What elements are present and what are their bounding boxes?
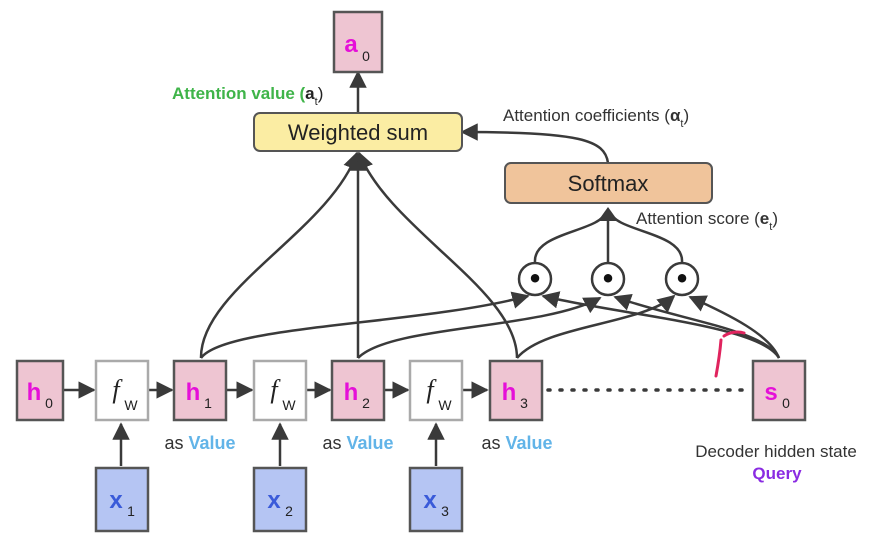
dot-symbol-3: • [674, 265, 689, 293]
weighted-sum-box: Weighted sum [253, 112, 463, 152]
fw1-f: f [112, 375, 123, 404]
attention-value-label: Attention value (at) [172, 84, 323, 108]
h3-main: h [502, 379, 517, 406]
arrow-h3-dot3 [516, 294, 676, 359]
weighted-sum-label: Weighted sum [288, 120, 428, 145]
x3-sub: 3 [441, 503, 449, 519]
h1-sub: 1 [204, 395, 212, 411]
x1-sub: 1 [127, 503, 135, 519]
as-value-label-2: as Value [322, 433, 393, 453]
input-x3: x 3 [408, 466, 464, 533]
input-x2: x 2 [252, 466, 308, 533]
softmax-label: Softmax [568, 171, 649, 196]
arrow-h1-weighted-sum [199, 151, 361, 359]
decoder-hidden-state-label: Decoder hidden state [695, 442, 857, 461]
dot-product-1: • [517, 261, 553, 297]
hidden-state-h0: h 0 [15, 359, 65, 422]
rnn-cell-fw3: f W [408, 359, 464, 422]
as-value-label-3: as Value [481, 433, 552, 453]
input-x1: x 1 [94, 466, 150, 533]
edges [63, 70, 781, 466]
arrow-dot1-softmax [533, 211, 608, 263]
dot-product-3: • [664, 261, 700, 297]
fw3-w: W [438, 397, 452, 413]
arrow-h2-dot2 [357, 296, 602, 359]
arrow-h3-weighted-sum [356, 151, 519, 359]
h2-sub: 2 [362, 395, 370, 411]
fw2-f: f [270, 375, 281, 404]
hidden-state-h3: h 3 [488, 359, 544, 422]
s0-sub: 0 [782, 395, 790, 411]
a0-main: a [344, 31, 358, 58]
rnn-cell-fw1: f W [94, 359, 150, 422]
dot-product-2: • [590, 261, 626, 297]
x2-sub: 2 [285, 503, 293, 519]
hidden-state-h2: h 2 [330, 359, 386, 422]
arrow-h1-dot1 [199, 291, 530, 359]
red-pen-mark [714, 330, 746, 378]
softmax-input-arrowhead [598, 207, 618, 221]
fw3-f: f [426, 375, 437, 404]
fw1-w: W [124, 397, 138, 413]
fw2-w: W [282, 397, 296, 413]
x2-main: x [267, 487, 281, 514]
query-label: Query [752, 464, 802, 483]
h0-main: h [27, 379, 42, 406]
rnn-cell-fw2: f W [252, 359, 308, 422]
arrow-s0-dot3 [688, 295, 781, 359]
h1-main: h [186, 379, 201, 406]
x3-main: x [423, 487, 437, 514]
attention-score-label: Attention score (et) [636, 209, 778, 233]
dot-symbol-2: • [600, 265, 615, 293]
x1-main: x [109, 487, 123, 514]
attention-coefficients-label: Attention coefficients (αt) [503, 106, 689, 130]
h2-main: h [344, 379, 359, 406]
s0-main: s [764, 379, 777, 406]
softmax-box: Softmax [504, 162, 713, 204]
a0-sub: 0 [362, 48, 370, 64]
arrow-s0-dot2 [613, 294, 781, 359]
dot-symbol-1: • [527, 265, 542, 293]
h0-sub: 0 [45, 395, 53, 411]
hidden-state-h1: h 1 [172, 359, 228, 422]
h3-sub: 3 [520, 395, 528, 411]
decoder-state-s0: s 0 [751, 359, 807, 422]
output-a0: a 0 [332, 10, 384, 74]
arrow-softmax-weighted-sum [460, 123, 610, 164]
as-value-label-1: as Value [164, 433, 235, 453]
